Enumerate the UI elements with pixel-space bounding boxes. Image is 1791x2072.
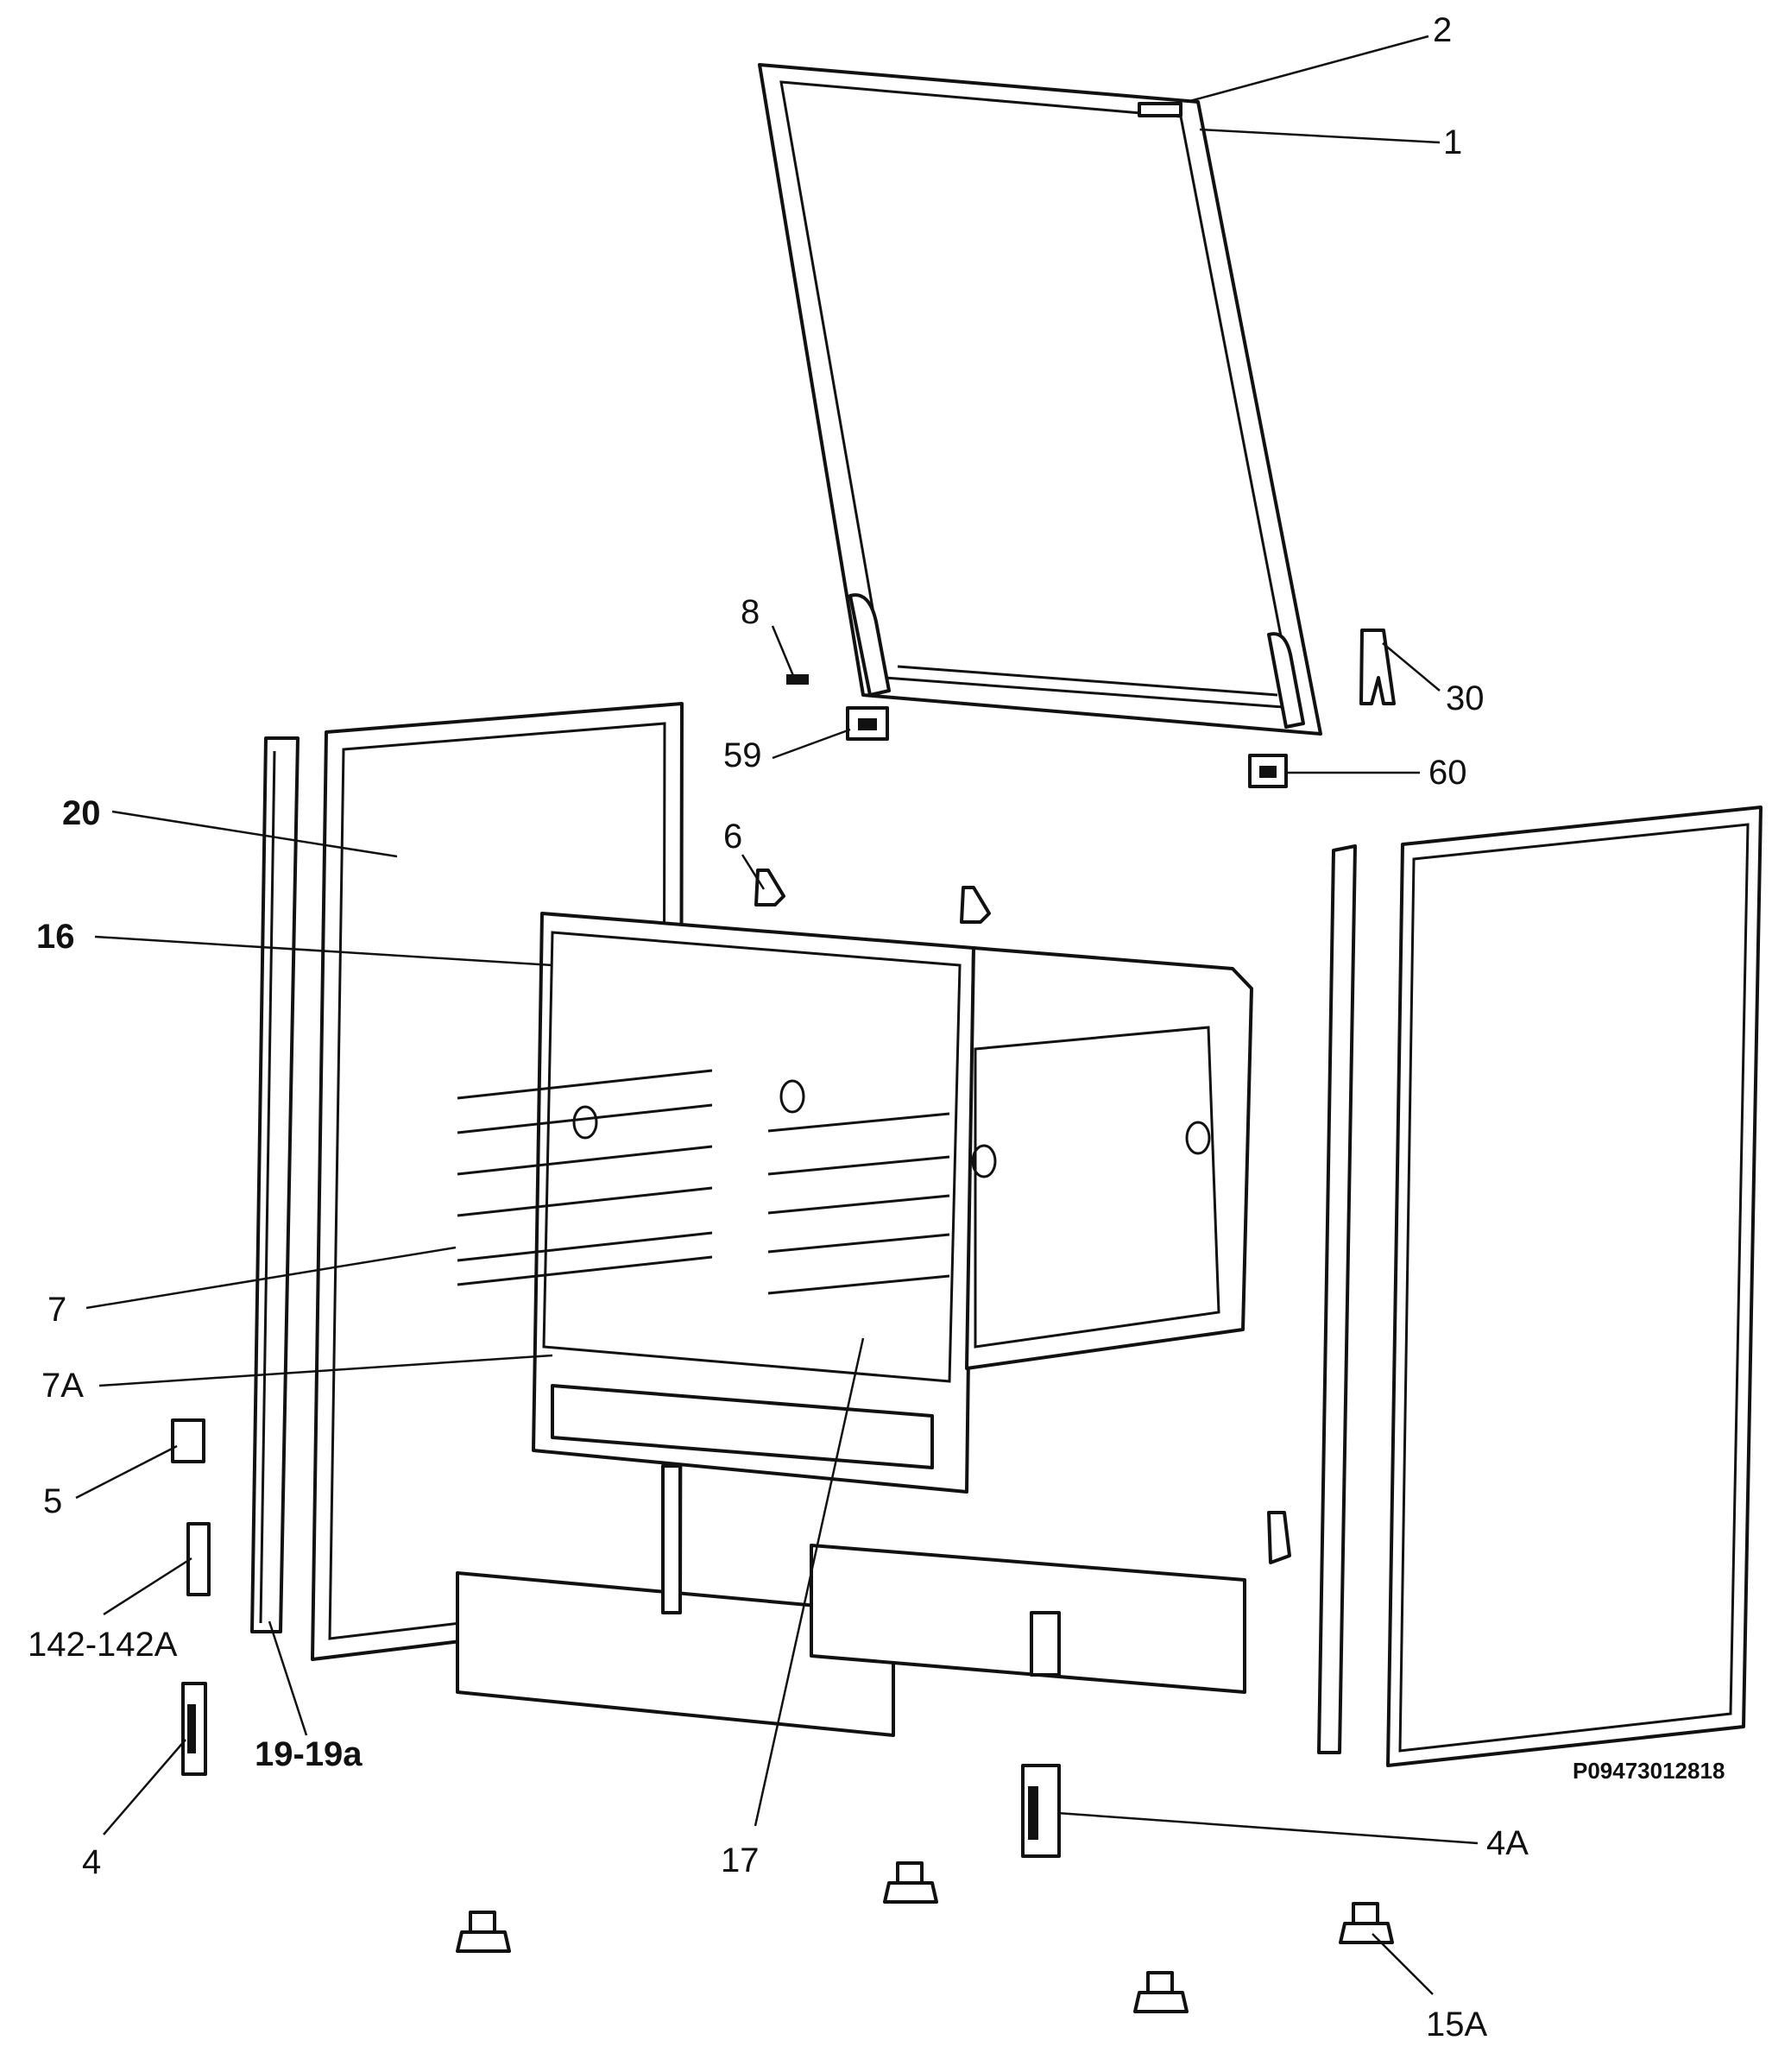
- foot-3: [1133, 1971, 1189, 2013]
- hinge-part-59: [846, 706, 889, 741]
- callout-15A: 15A: [1426, 2006, 1487, 2044]
- hinge-4: [181, 1682, 207, 1776]
- callout-5: 5: [43, 1482, 62, 1520]
- door-panel: [758, 63, 1322, 736]
- callout-60: 60: [1428, 754, 1467, 792]
- foot-1: [456, 1911, 511, 1953]
- callout-7A: 7A: [41, 1367, 84, 1405]
- right-side-panel: [1386, 805, 1763, 1767]
- rear-plinth: [810, 1544, 1246, 1694]
- callout-59: 59: [723, 736, 762, 774]
- callout-6: 6: [723, 818, 742, 856]
- callout-1: 1: [1443, 123, 1462, 161]
- callout-16: 16: [36, 918, 75, 956]
- left-front-strip: [250, 736, 300, 1633]
- oven-cavity: [532, 912, 1253, 1494]
- callout-30: 30: [1446, 679, 1485, 717]
- callout-19-19a: 19-19a: [255, 1735, 363, 1773]
- callout-8: 8: [741, 593, 760, 631]
- callout-20: 20: [62, 794, 101, 832]
- callout-7: 7: [47, 1291, 66, 1329]
- callout-142-142A: 142-142A: [28, 1626, 178, 1664]
- right-clip: [1267, 1511, 1291, 1564]
- hinge-lever-30: [1359, 629, 1396, 705]
- cavity-clip-left: [754, 869, 785, 906]
- cavity-clip-right: [960, 886, 991, 924]
- callout-17: 17: [721, 1841, 760, 1879]
- left-rack: [457, 1069, 713, 1286]
- callout-4: 4: [82, 1843, 101, 1881]
- callout-4A: 4A: [1486, 1824, 1529, 1862]
- right-rack: [767, 1112, 950, 1295]
- bracket-5: [171, 1418, 205, 1463]
- screw-part: [786, 674, 809, 685]
- drawing-code: P09473012818: [1573, 1758, 1725, 1784]
- callout-2: 2: [1433, 11, 1452, 49]
- rear-upright: [661, 1464, 682, 1614]
- foot-15A: [1339, 1902, 1394, 1944]
- hinge-part-60: [1248, 754, 1288, 788]
- callout-labels: 2 1 8 30 59 60 20 6 16 7 7A 5 142-142A 4…: [28, 11, 1529, 2044]
- foot-2: [883, 1861, 938, 1904]
- right-front-strip: [1317, 844, 1357, 1754]
- hinge-4A: [1021, 1764, 1061, 1858]
- leader-lines: [75, 35, 1479, 1995]
